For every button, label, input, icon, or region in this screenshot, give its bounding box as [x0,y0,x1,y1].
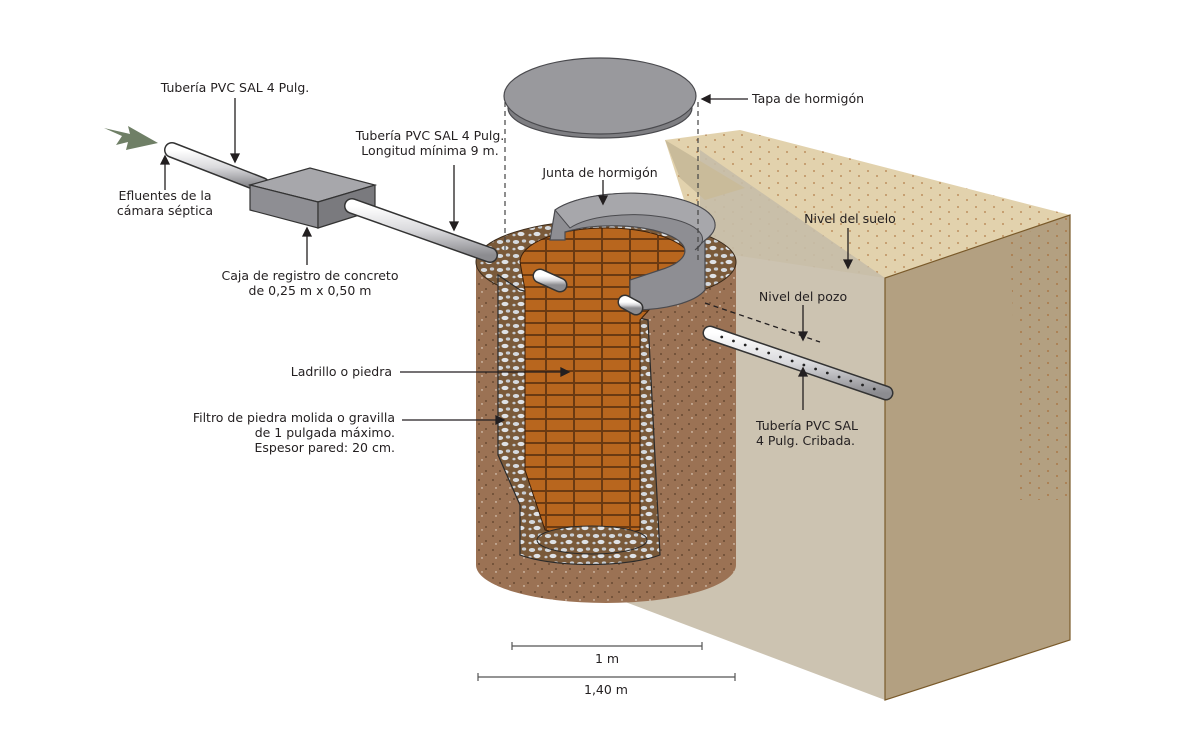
label-filter: Filtro de piedra molida o gravilla de 1 … [160,410,395,455]
ground-block [620,130,1071,701]
pipe-perforation [825,371,829,375]
screened-pipe [702,325,894,401]
pipe-perforation [732,339,735,343]
label-main-pipe-line2: Longitud mínima 9 m. [361,143,499,158]
junction-box [247,167,378,229]
concrete-lid [503,57,697,139]
label-effluent-line2: cámara séptica [116,203,214,218]
pipe-perforation [779,355,782,359]
ground-side-dots [1010,215,1070,500]
well [475,192,737,603]
ground-cut-face [620,150,885,700]
main-pipe [344,198,498,263]
label-filter-line2: de 1 pulgada máximo. [254,425,395,440]
pipe-perforation [755,347,759,351]
label-main-pipe: Tubería PVC SAL 4 Pulg. Longitud mínima … [345,128,515,158]
pipe-perforation [802,363,806,367]
pipe-perforation [814,367,817,371]
leader-lines [159,93,854,426]
pipe-perforation [767,351,771,355]
well-bottom-gravel [536,525,648,555]
label-main-pipe-line1: Tubería PVC SAL 4 Pulg. [355,128,505,143]
pipe-perforation [790,359,794,363]
pipe-perforation [861,383,864,387]
label-concrete-joint: Junta de hormigón [542,165,658,180]
label-screened-pipe: Tubería PVC SAL 4 Pulg. Cribada. [756,418,858,448]
label-brick: Ladrillo o piedra [290,364,392,379]
label-effluent: Efluentes de la cámara séptica [95,188,235,218]
label-inlet-pipe: Tubería PVC SAL 4 Pulg. [160,80,310,95]
dimension-lines [477,642,736,681]
well-level-line [704,302,821,343]
pipe-perforation [837,375,841,379]
label-junction-box-line2: de 0,25 m x 0,50 m [248,283,372,298]
label-well-level: Nivel del pozo [758,289,848,304]
inlet-pipe [164,142,270,193]
pipe-perforation [849,379,853,383]
label-junction-box: Caja de registro de concreto de 0,25 m x… [210,268,410,298]
pipe-perforation [720,335,724,339]
label-dim-outer: 1,40 m [584,682,628,697]
ground-corner-notch [665,140,745,200]
label-effluent-line1: Efluentes de la [118,188,212,203]
label-filter-line3: Espesor pared: 20 cm. [254,440,395,455]
flow-arrow-icon [104,126,158,150]
pipe-perforation [872,387,876,391]
concrete-joint-top [554,192,716,251]
label-dim-inner: 1 m [594,651,620,666]
label-screened-pipe-line2: 4 Pulg. Cribada. [756,433,856,448]
pipe-perforation [743,343,747,347]
label-screened-pipe-line1: Tubería PVC SAL [756,418,859,433]
label-filter-line1: Filtro de piedra molida o gravilla [192,410,395,425]
label-ground-level: Nivel del suelo [804,211,896,226]
label-concrete-lid: Tapa de hormigón [752,91,865,106]
inner-pipe-stubs [532,268,644,316]
label-junction-box-line1: Caja de registro de concreto [221,268,399,283]
